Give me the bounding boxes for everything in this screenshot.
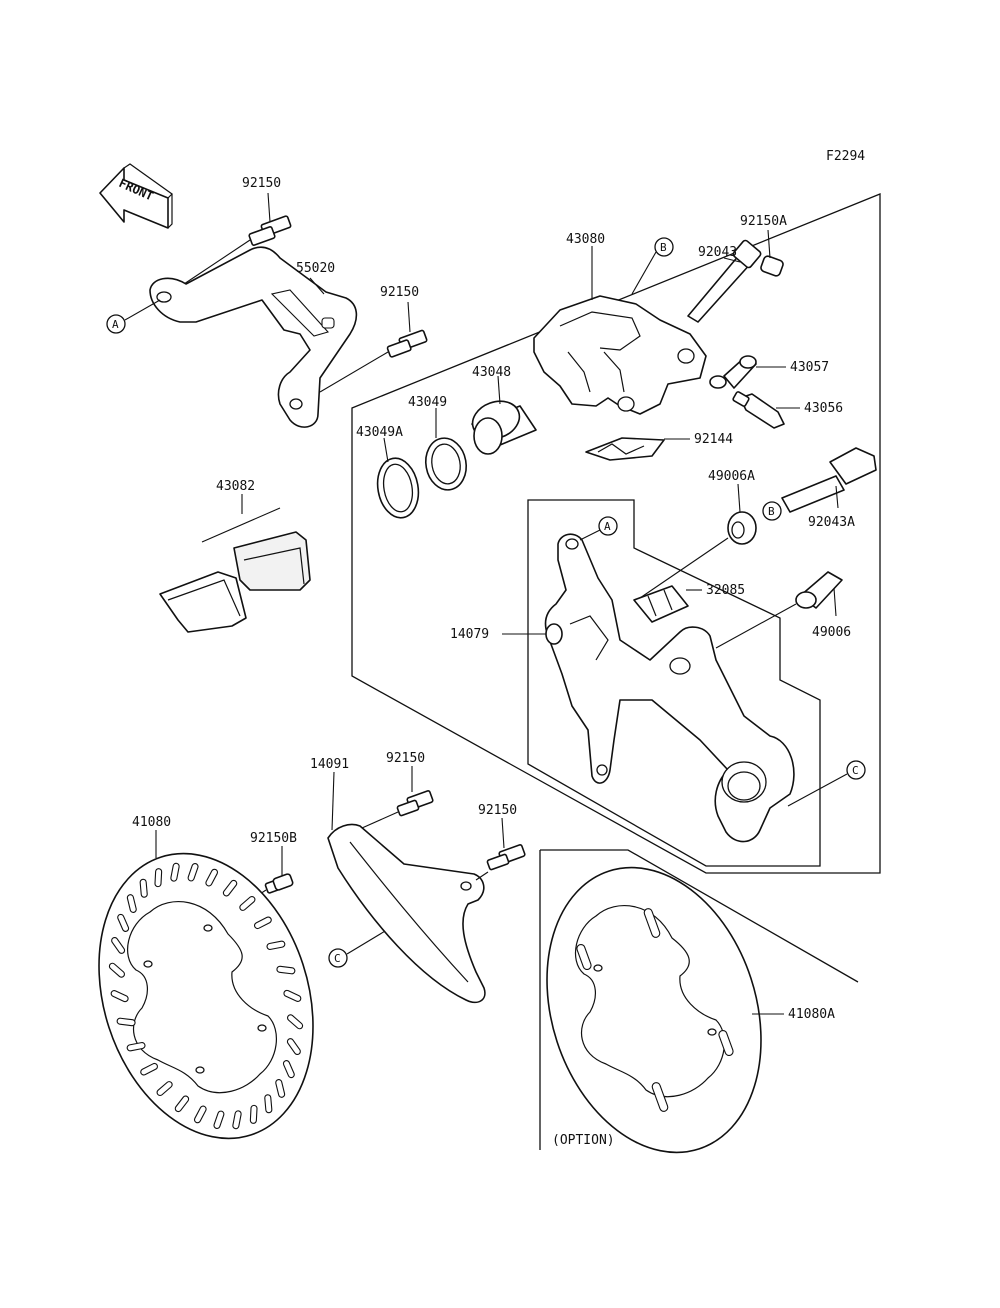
screw-92150B [264,873,294,894]
disc-slot [174,1095,190,1113]
part-label-92150-mid: 92150 [380,285,419,300]
disc-slot [193,1105,207,1124]
disc-slot [126,1042,146,1052]
part-label-43048: 43048 [472,365,511,380]
bleeder-valve-43056 [732,391,785,429]
spring-plate-92144 [585,437,665,461]
part-label-92043A: 92043A [808,515,855,530]
pin-92043 [687,239,762,323]
disc-slot [139,878,148,898]
bolt-92150-mid [386,329,428,358]
part-label-92150-low2: 92150 [478,803,517,818]
clip-32085 [633,585,689,623]
option-label: (OPTION) [552,1133,615,1148]
bolt-92150-low2 [486,844,526,871]
part-label-43080: 43080 [566,232,605,247]
bracket-arm-55020 [149,246,358,428]
ref-a-left: A [106,314,126,334]
disc-slot [222,879,238,897]
disc-slot [156,1081,173,1097]
disc-slot [275,1079,286,1098]
disc-slot [254,916,272,930]
ref-c-right: C [846,760,866,780]
disc-slot [282,1060,295,1079]
svg-text:B: B [768,505,775,518]
disc-guard-14091 [327,823,486,1004]
part-label-43049: 43049 [408,395,447,410]
part-label-92150A: 92150A [740,214,787,229]
caliper-body-43080 [533,295,707,415]
part-label-43056: 43056 [804,401,843,416]
disc-slot [232,1110,242,1130]
cap-92150A [760,255,784,277]
brake-disc-41080A [546,866,762,1154]
disc-slot [117,913,130,932]
ref-c-bottom: C [328,948,348,968]
bolt-92150-top [248,215,292,246]
caliper-assembly-box [351,193,881,874]
part-label-14091: 14091 [310,757,349,772]
caliper-bracket-14079 [544,533,795,843]
bracket-assembly-box [527,499,821,867]
disc-slot [126,894,137,913]
disc-slot [213,1110,225,1130]
figure-code: F2294 [826,149,865,164]
disc-slot [140,1062,158,1076]
part-label-41080: 41080 [132,815,171,830]
part-label-92150B: 92150B [250,831,297,846]
part-label-49006A: 49006A [708,469,755,484]
svg-text:A: A [604,520,611,533]
pin-92043A [781,447,877,513]
disc-slot [287,1014,304,1030]
piston-43048 [471,400,537,455]
svg-text:C: C [334,952,341,965]
part-label-92150-top: 92150 [242,176,281,191]
disc-slot [266,940,286,950]
svg-text:B: B [660,241,667,254]
bolt-92150-low1 [396,790,434,817]
svg-text:C: C [852,764,859,777]
part-label-43049A: 43049A [356,425,403,440]
disc-slot [154,868,163,888]
brake-pads-43082 [159,531,311,633]
disc-slot [108,962,125,978]
ref-b-top: B [654,237,674,257]
svg-text:A: A [112,318,119,331]
part-label-41080A: 41080A [788,1007,835,1022]
disc-slot [283,989,302,1003]
ref-b-right: B [762,501,782,521]
disc-slot [170,862,180,882]
seal-43049 [424,437,468,491]
disc-slot [264,1094,273,1114]
disc-slot [286,1038,301,1056]
part-label-92043: 92043 [698,245,737,260]
disc-slot [116,1017,136,1027]
part-label-92150-low1: 92150 [386,751,425,766]
option-frame [540,849,859,983]
disc-slot [276,965,296,975]
part-label-14079: 14079 [450,627,489,642]
disc-slot [110,989,129,1003]
part-label-49006: 49006 [812,625,851,640]
disc-slot [187,862,199,882]
bleeder-cap-43057 [709,355,757,389]
bolt-49006 [795,571,843,609]
ref-a-bracket: A [598,516,618,536]
part-label-92144: 92144 [694,432,733,447]
part-label-32085: 32085 [706,583,745,598]
bushing-49006A [727,511,757,545]
disc-slot [239,895,256,911]
disc-slot [249,1104,258,1124]
part-label-43082: 43082 [216,479,255,494]
disc-slot [205,868,219,887]
part-label-55020: 55020 [296,261,335,276]
seal-43049A [376,457,420,519]
part-label-43057: 43057 [790,360,829,375]
disc-slot [111,936,126,954]
brake-disc-41080 [98,852,314,1140]
front-arrow-icon: FRONT [99,163,173,229]
